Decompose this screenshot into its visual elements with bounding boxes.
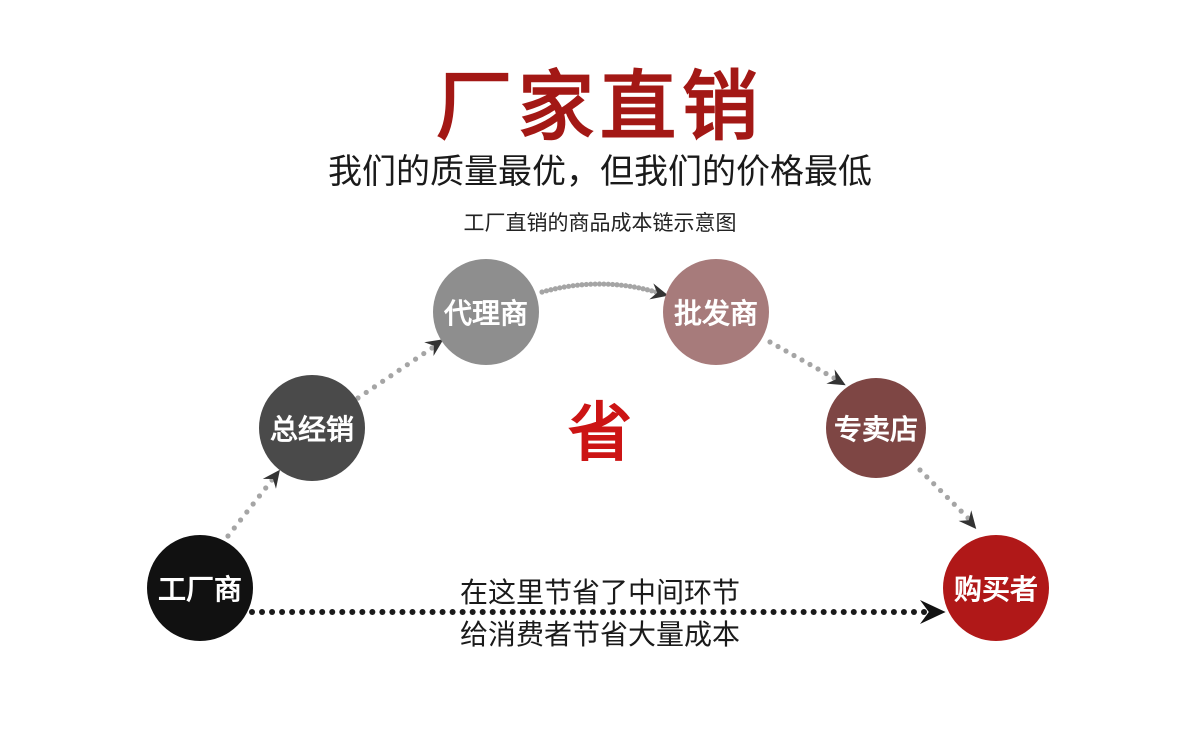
bottom-text-line-2: 给消费者节省大量成本 [459,618,740,651]
node-label: 购买者 [953,573,1038,606]
dotted-direct-line [249,609,927,615]
node-store: 专卖店 [826,378,926,478]
diagram-caption: 工厂直销的商品成本链示意图 [463,211,737,235]
subtitle: 我们的质量最优，但我们的价格最低 [328,152,872,192]
node-label: 工厂商 [157,573,242,606]
node-label: 专卖店 [833,413,918,446]
node-general-distributor: 总经销 [259,375,365,481]
arrow-head-icon [649,283,669,300]
arrow-head-icon [424,339,444,356]
save-symbol: 省 [568,396,632,471]
dotted-connector [225,477,275,539]
bottom-text-line-1: 在这里节省了中间环节 [459,576,740,609]
page-title: 厂家直销 [436,62,764,151]
node-buyer: 购买者 [943,535,1049,641]
node-wholesaler: 批发商 [663,259,769,365]
arrow-head-icon [920,600,946,624]
dotted-connector [539,281,659,295]
dotted-connector [917,467,971,521]
arrow-head-icon [262,469,280,489]
node-label: 代理商 [443,297,528,330]
node-factory: 工厂商 [147,535,253,641]
arrow-head-icon [826,369,846,386]
arrow-head-icon [958,510,977,530]
dotted-connector [767,339,837,381]
dotted-connector [355,345,435,401]
node-label: 批发商 [673,297,758,330]
node-label: 总经销 [269,413,354,446]
node-agent: 代理商 [433,259,539,365]
